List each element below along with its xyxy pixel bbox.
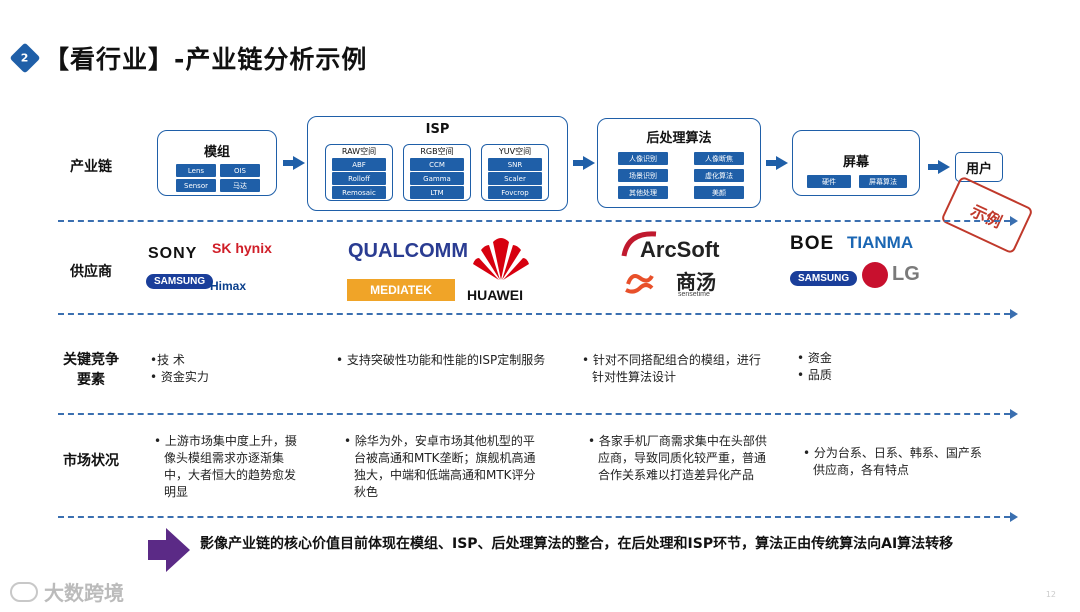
lg-circle-icon (862, 262, 888, 288)
chain-module-title: 模组 (203, 145, 230, 160)
himax-logo: Himax (210, 279, 247, 293)
chain-isp-box: ISP RAW空间 ABF Rolloff Remosaic RGB空间 CCM… (307, 116, 568, 211)
market-module: • 上游市场集中度上升，摄像头模组需求亦逐渐集中，大者恒大的趋势愈发明显 (154, 433, 304, 501)
bullet-item: • 除华为外，安卓市场其他机型的平台被高通和MTK垄断；旗舰机高通独大，中端和低… (344, 434, 536, 499)
market-post: • 各家手机厂商需求集中在头部供应商，导致同质化较严重，普通合作关系难以打造差异… (588, 433, 768, 484)
isp-item: Fovcrop (488, 186, 542, 199)
section-badge: 2 (9, 42, 41, 74)
page-number: 12 (1045, 590, 1056, 599)
bullet-item: • 支持突破性功能和性能的ISP定制服务 (336, 353, 546, 367)
row-divider (58, 409, 1018, 419)
chain-screen-title: 屏幕 (842, 155, 869, 170)
post-item: 人像识别 (618, 152, 668, 165)
bullet-item: • 各家手机厂商需求集中在头部供应商，导致同质化较严重，普通合作关系难以打造差异… (588, 434, 767, 482)
post-item: 虚化算法 (694, 169, 744, 182)
key-factors-isp: • 支持突破性功能和性能的ISP定制服务 (336, 352, 556, 369)
row-divider (58, 512, 1018, 522)
isp-rgb-box: RGB空间 CCM Gamma LTM (403, 144, 471, 201)
isp-item: Remosaic (332, 186, 386, 199)
isp-item: ABF (332, 158, 386, 171)
module-item: 马达 (220, 179, 260, 192)
watermark: 大数跨境 (10, 577, 124, 606)
arcsoft-logo: ArcSoft (640, 237, 720, 262)
conclusion-text: 影像产业链的核心价值目前体现在模组、ISP、后处理算法的整合，在后处理和ISP环… (200, 536, 954, 552)
sensetime-swirl-icon (624, 270, 654, 296)
isp-raw-box: RAW空间 ABF Rolloff Remosaic (325, 144, 393, 201)
isp-item: LTM (410, 186, 464, 199)
bullet-item: • 资金实力 (150, 370, 209, 384)
isp-item: Gamma (410, 172, 464, 185)
screen-item: 屏幕算法 (859, 175, 907, 188)
chain-user-box: 用户 (955, 152, 1003, 182)
post-item: 场景识别 (618, 169, 668, 182)
isp-item: Scaler (488, 172, 542, 185)
row-divider (58, 309, 1018, 319)
boe-logo: BOE (790, 233, 835, 254)
module-item: OIS (220, 164, 260, 177)
post-item: 人像断焦 (694, 152, 744, 165)
sony-logo: SONY (148, 245, 198, 262)
post-item: 其他处理 (618, 186, 668, 199)
chain-module-box: 模组 Lens OIS Sensor 马达 (157, 130, 277, 196)
row-label-chain: 产业链 (70, 159, 112, 175)
tianma-logo: TIANMA (847, 233, 914, 252)
key-factors-module: •技 术 • 资金实力 (150, 352, 310, 386)
isp-item: Rolloff (332, 172, 386, 185)
samsung-logo: SAMSUNG (146, 274, 214, 289)
module-item: Sensor (176, 179, 216, 192)
qualcomm-logo: QUALCOMM (348, 240, 468, 262)
bullet-item: • 分为台系、日系、韩系、国产系供应商，各有特点 (803, 446, 982, 477)
samsung-display-logo: SAMSUNG (790, 271, 858, 286)
sensetime-logo-en: sensetime (678, 291, 710, 298)
page-title: 【看行业】-产业链分析示例 (44, 45, 368, 74)
huawei-flower-icon (471, 236, 531, 282)
module-item: Lens (176, 164, 216, 177)
slide-header: 2 【看行业】-产业链分析示例 (9, 40, 368, 76)
bullet-item: • 品质 (797, 368, 832, 382)
example-stamp: 示例 (940, 175, 1034, 255)
sk-hynix-logo: SK hynix (212, 240, 272, 256)
bullet-item: • 上游市场集中度上升，摄像头模组需求亦逐渐集中，大者恒大的趋势愈发明显 (154, 434, 297, 499)
mediatek-logo: MEDIATEK (347, 279, 455, 301)
arcsoft-arc-icon (620, 228, 660, 258)
row-label-key-factors: 关键竞争 要素 (63, 352, 119, 388)
huawei-logo: HUAWEI (467, 287, 523, 303)
sensetime-logo-cn: 商汤 (676, 270, 716, 294)
chain-arrow-icon (283, 156, 305, 170)
market-isp: • 除华为外，安卓市场其他机型的平台被高通和MTK垄断；旗舰机高通独大，中端和低… (344, 433, 544, 501)
key-factors-screen: • 资金 • 品质 (797, 350, 917, 384)
lg-logo: LG (892, 263, 920, 285)
row-label-market: 市场状况 (63, 453, 119, 469)
chain-arrow-icon (766, 156, 788, 170)
bullet-item: • 针对不同搭配组合的模组，进行针对性算法设计 (582, 353, 761, 384)
key-factors-post: • 针对不同搭配组合的模组，进行针对性算法设计 (582, 352, 762, 386)
row-divider (58, 216, 1018, 226)
screen-item: 硬件 (807, 175, 851, 188)
isp-item: CCM (410, 158, 464, 171)
chain-screen-box: 屏幕 硬件 屏幕算法 (792, 130, 920, 196)
chain-arrow-icon (928, 160, 950, 174)
row-label-supplier: 供应商 (70, 264, 112, 280)
market-screen: • 分为台系、日系、韩系、国产系供应商，各有特点 (803, 445, 983, 479)
isp-item: SNR (488, 158, 542, 171)
bullet-item: •技 术 (150, 353, 185, 367)
watermark-logo-icon (10, 581, 38, 602)
post-item: 美颜 (694, 186, 744, 199)
isp-yuv-box: YUV空间 SNR Scaler Fovcrop (481, 144, 549, 201)
conclusion-arrow-icon (148, 528, 190, 572)
bullet-item: • 资金 (797, 351, 832, 365)
chain-post-box: 后处理算法 人像识别 人像断焦 场景识别 虚化算法 其他处理 美颜 (597, 118, 761, 208)
chain-isp-title: ISP (425, 122, 450, 137)
chain-post-title: 后处理算法 (646, 131, 712, 146)
chain-arrow-icon (573, 156, 595, 170)
